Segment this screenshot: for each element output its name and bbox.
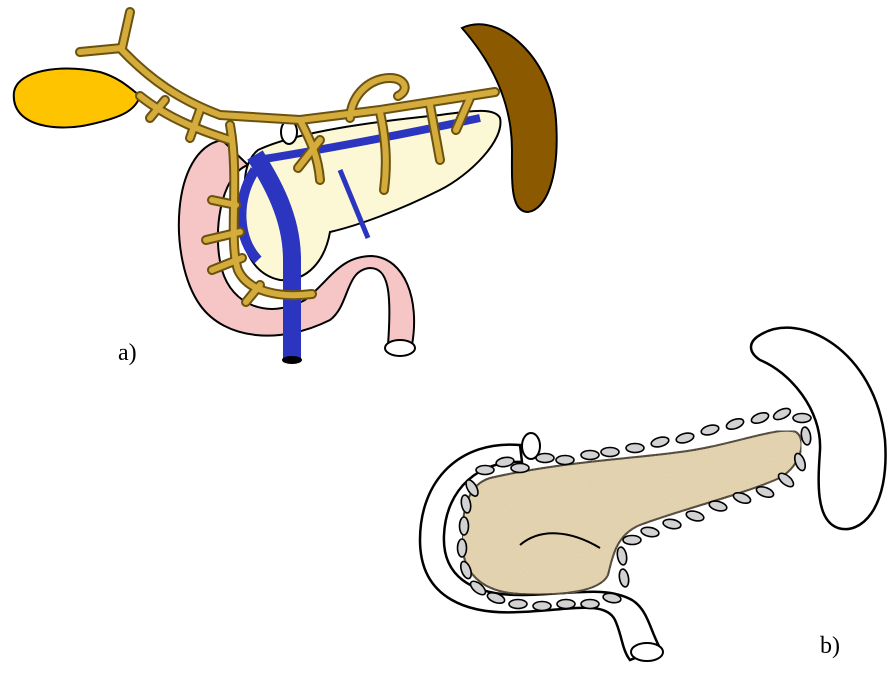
lymph-node <box>750 411 770 426</box>
lymph-node <box>476 466 494 475</box>
lymph-node <box>793 452 808 472</box>
lymph-node <box>509 600 527 609</box>
panel-b <box>420 328 886 661</box>
lymph-node <box>458 539 467 557</box>
lymph-node <box>536 454 554 463</box>
lymph-node <box>618 568 630 587</box>
lymph-node <box>616 546 628 565</box>
lymph-node <box>650 435 670 448</box>
lymph-node <box>460 517 469 535</box>
spleen-outline <box>751 328 886 529</box>
lymph-node <box>772 406 792 422</box>
lymph-node <box>556 456 574 465</box>
lymph-node <box>640 526 659 538</box>
lymph-node <box>685 509 705 522</box>
lymph-node <box>623 536 641 545</box>
panel-a <box>14 12 557 364</box>
lymph-node <box>601 448 619 457</box>
panel-label-a: a) <box>118 340 137 367</box>
panel-label-b: b) <box>820 633 840 660</box>
lymph-node <box>533 602 551 611</box>
lymph-node <box>511 464 529 473</box>
lymph-node <box>675 431 695 444</box>
gallbladder <box>14 69 140 128</box>
lymph-node <box>755 485 775 500</box>
lymph-node <box>700 423 720 436</box>
lymph-node <box>732 491 752 506</box>
portal-vein-end <box>282 356 302 364</box>
lymph-node <box>626 444 644 453</box>
duodenum-end <box>631 643 663 661</box>
lymph-node <box>708 499 728 512</box>
lymph-node <box>557 600 575 609</box>
lymph-node <box>581 451 599 460</box>
lymph-node <box>662 518 681 530</box>
duodenum-lumen-end <box>385 340 415 356</box>
lymph-node <box>581 600 599 609</box>
lymph-node <box>793 414 811 423</box>
lymph-node <box>725 417 745 432</box>
